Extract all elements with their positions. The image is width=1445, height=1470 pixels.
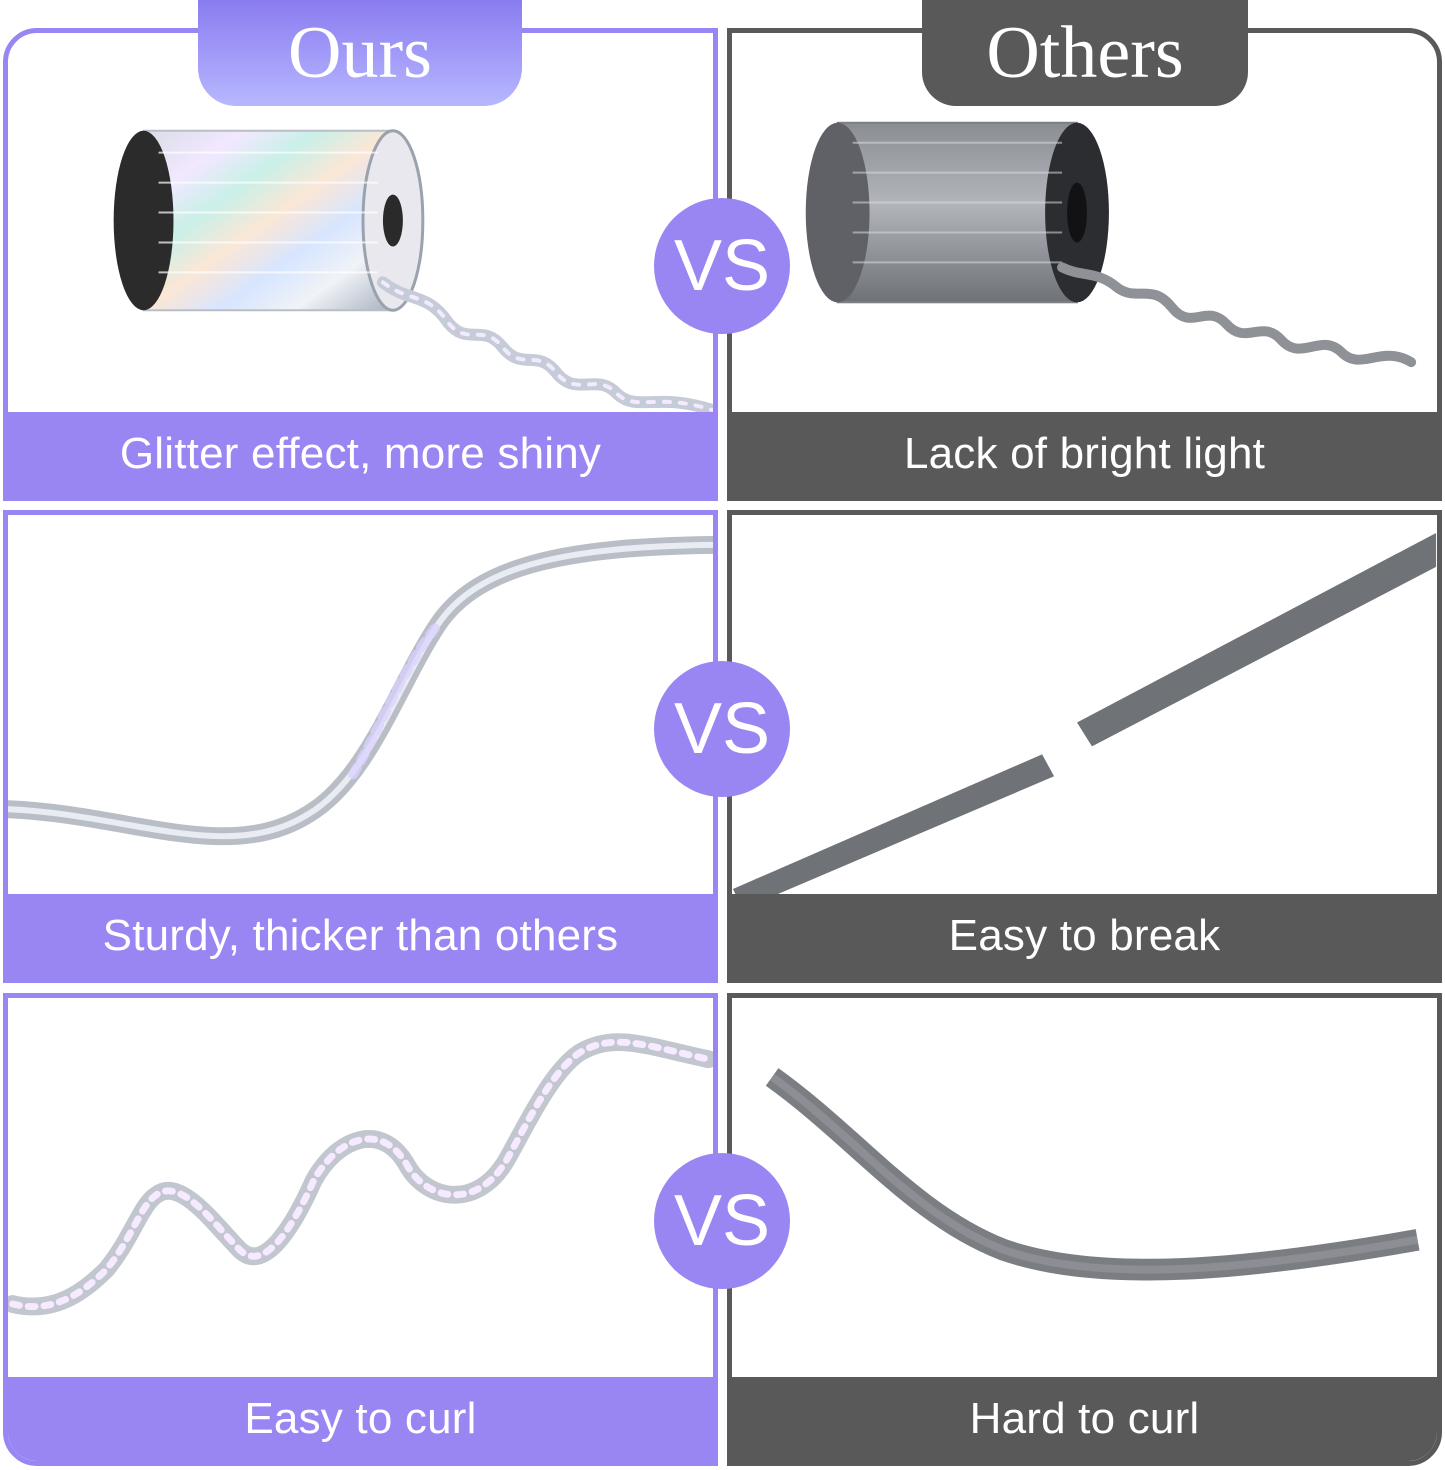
holographic-spool-image (113, 129, 713, 412)
others-header: Others (922, 0, 1248, 106)
ours-caption-sturdy: Sturdy, thicker than others (8, 894, 713, 978)
ours-panel-shine: Glitter effect, more shiny (3, 28, 718, 501)
ours-panel-curl: Easy to curl (3, 993, 718, 1466)
vs-badge-row-3: VS (654, 1153, 790, 1289)
ours-header: Ours (198, 0, 522, 106)
vs-badge-row-1: VS (654, 198, 790, 334)
matte-spool-image (805, 121, 1417, 368)
others-caption-shine: Lack of bright light (732, 412, 1437, 496)
others-caption-curl: Hard to curl (732, 1377, 1437, 1461)
curled-ribbon-image (8, 1033, 713, 1316)
others-panel-curl: Hard to curl (727, 993, 1442, 1466)
others-panel-sturdy: Easy to break (727, 510, 1442, 983)
ours-caption-curl: Easy to curl (8, 1377, 713, 1461)
ours-panel-sturdy: Sturdy, thicker than others (3, 510, 718, 983)
stiff-ribbon-image (765, 1068, 1420, 1281)
ours-caption-shine: Glitter effect, more shiny (8, 412, 713, 496)
others-caption-sturdy: Easy to break (732, 894, 1437, 978)
vs-badge-row-2: VS (654, 661, 790, 797)
broken-ribbon-image (732, 532, 1437, 894)
thick-ribbon-image (8, 535, 713, 846)
others-panel-shine: Lack of bright light (727, 28, 1442, 501)
